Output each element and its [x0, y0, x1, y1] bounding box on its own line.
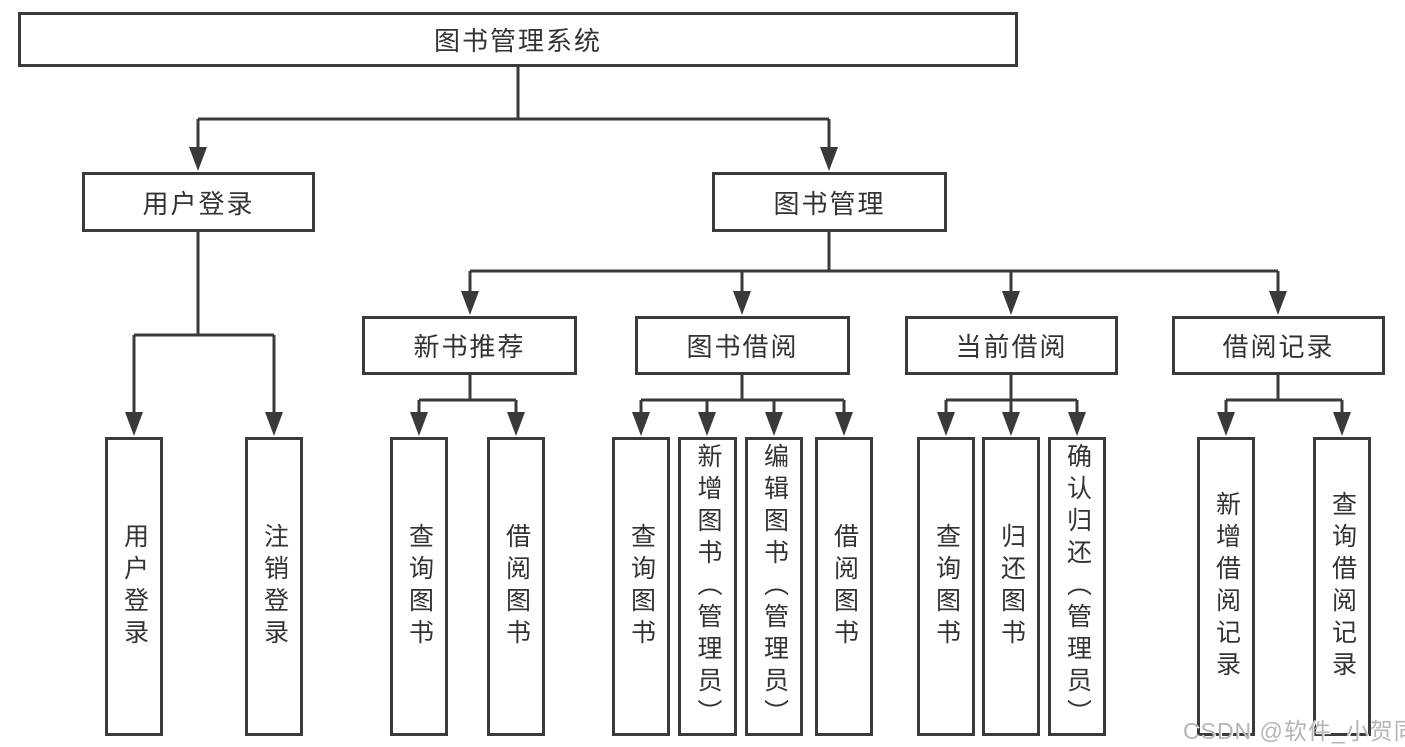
- node-book-management-branch: 图书管理: [712, 172, 947, 232]
- leaf-query-books-3: 查询图书: [917, 437, 975, 736]
- node-label: 用户登录: [142, 188, 255, 219]
- leaf-label: 查询借阅记录: [1328, 490, 1357, 683]
- leaf-label: 查询图书: [627, 522, 656, 651]
- leaf-query-books-2: 查询图书: [612, 437, 670, 736]
- leaf-label: 新增借阅记录: [1212, 490, 1241, 683]
- node-user-login-branch: 用户登录: [82, 172, 315, 232]
- node-label: 图书借阅: [686, 332, 799, 362]
- node-borrow-records: 借阅记录: [1172, 316, 1385, 375]
- leaf-query-borrow-record: 查询借阅记录: [1313, 437, 1371, 736]
- leaf-label: 确认归还（管理员）: [1063, 442, 1092, 731]
- node-root-system: 图书管理系统: [18, 12, 1018, 67]
- leaf-return-books: 归还图书: [982, 437, 1040, 736]
- leaf-label: 用户登录: [120, 522, 149, 651]
- leaf-label: 查询图书: [932, 522, 961, 651]
- leaf-query-books-1: 查询图书: [390, 437, 448, 736]
- leaf-label: 新增图书（管理员）: [694, 442, 722, 731]
- leaf-label: 注销登录: [260, 522, 289, 651]
- leaf-label: 查询图书: [405, 522, 434, 651]
- leaf-add-borrow-record: 新增借阅记录: [1197, 437, 1255, 736]
- leaf-user-login: 用户登录: [105, 437, 163, 736]
- leaf-confirm-return-admin: 确认归还（管理员）: [1048, 437, 1106, 736]
- node-current-borrow: 当前借阅: [905, 316, 1118, 375]
- node-book-borrow: 图书借阅: [635, 316, 850, 375]
- leaf-label: 编辑图书（管理员）: [760, 442, 789, 731]
- node-new-book-recommend: 新书推荐: [362, 316, 577, 375]
- node-label: 当前借阅: [955, 332, 1068, 362]
- leaf-logout: 注销登录: [245, 437, 303, 736]
- leaf-borrow-books-2: 借阅图书: [815, 437, 873, 736]
- arrowheads: [125, 147, 1351, 436]
- node-label: 新书推荐: [413, 332, 526, 362]
- leaf-label: 借阅图书: [830, 522, 859, 651]
- leaf-label: 借阅图书: [502, 522, 531, 651]
- node-root-label: 图书管理系统: [433, 26, 602, 56]
- leaf-edit-books-admin: 编辑图书（管理员）: [745, 437, 803, 736]
- leaf-add-books-admin: 新增图书（管理员）: [678, 437, 737, 736]
- node-label: 借阅记录: [1222, 332, 1335, 362]
- node-label: 图书管理: [773, 188, 886, 219]
- leaf-label: 归还图书: [997, 522, 1026, 651]
- leaf-borrow-books-1: 借阅图书: [487, 437, 545, 736]
- csdn-watermark: CSDN @软件_小贺同学: [1183, 718, 1405, 744]
